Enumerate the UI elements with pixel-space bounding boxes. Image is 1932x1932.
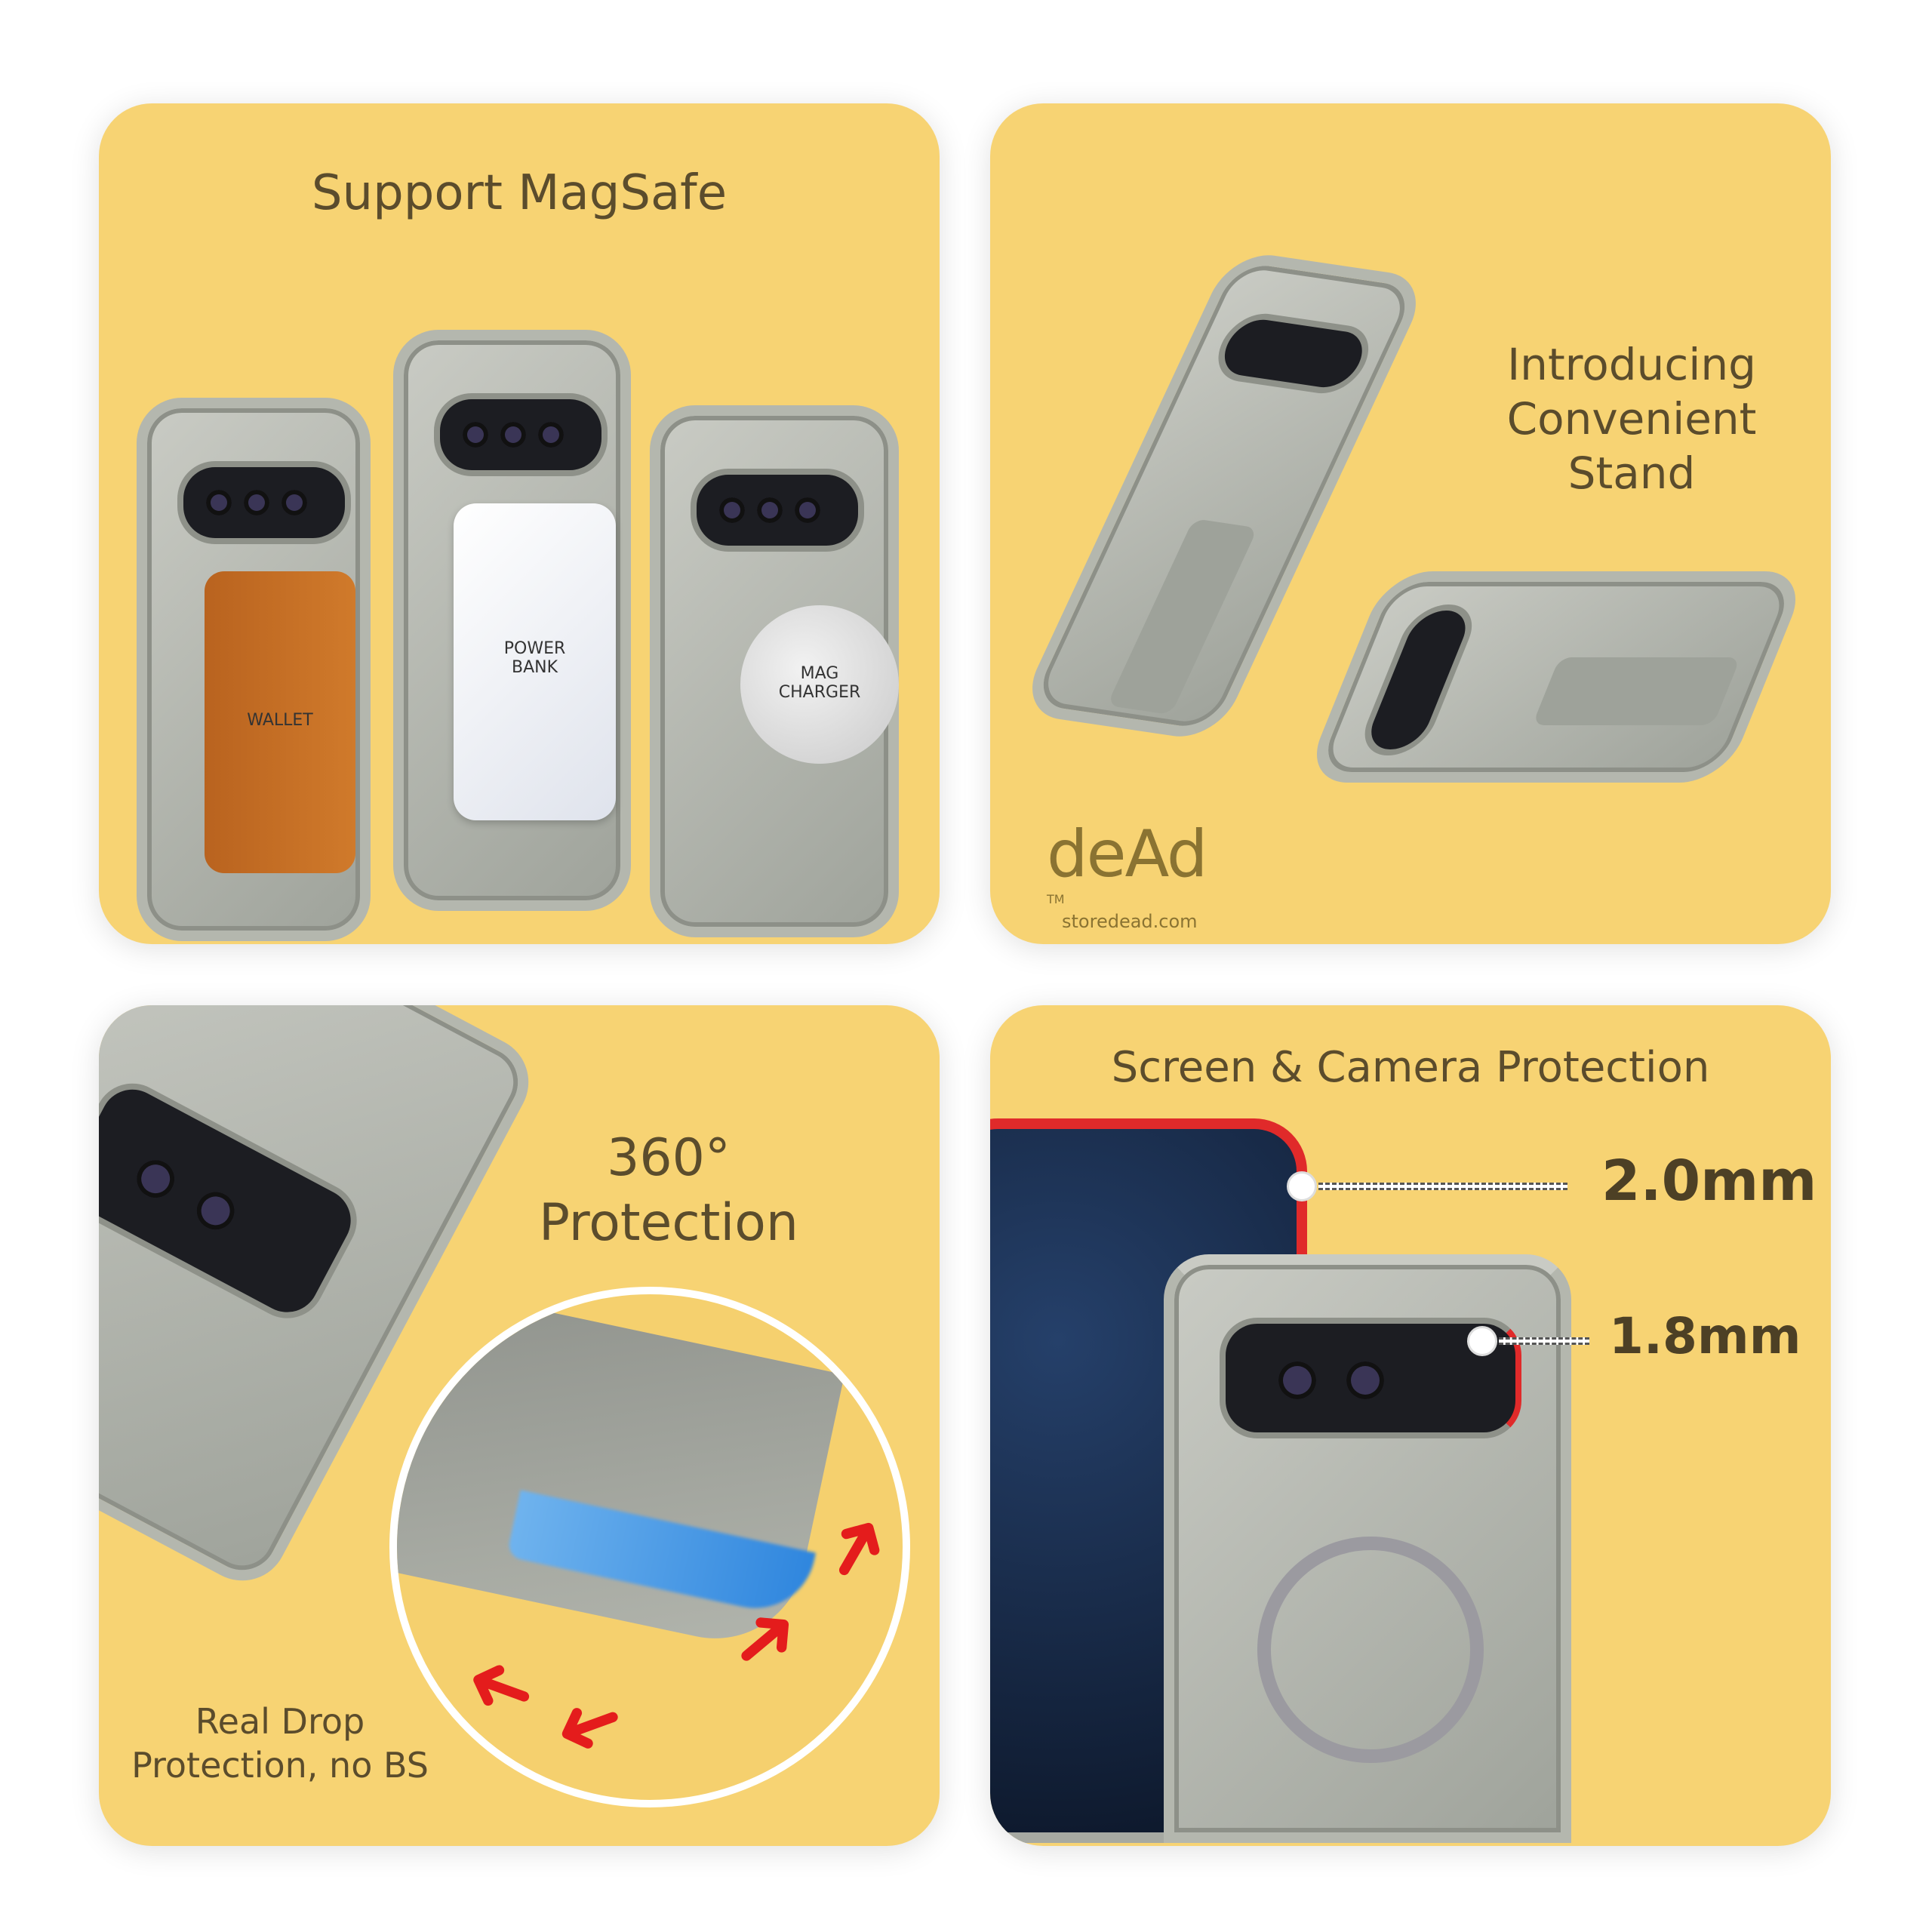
camera-bar xyxy=(177,461,351,544)
camera-bar xyxy=(1206,309,1381,398)
panel-stand: Introducing Convenient Stand deAd TM sto… xyxy=(990,103,1831,944)
camera-bar xyxy=(99,1070,371,1332)
stand-title: Introducing Convenient Stand xyxy=(1473,337,1790,500)
stand-title-line: Convenient xyxy=(1506,393,1757,445)
logo-trademark: TM xyxy=(1047,892,1065,906)
camera-lip-value: 1.8mm xyxy=(1609,1307,1801,1365)
camera-lip-line xyxy=(1499,1337,1589,1345)
arrow-icon: ➜ xyxy=(795,1493,910,1601)
stand-title-line: Stand xyxy=(1567,448,1696,499)
arrow-icon: ➜ xyxy=(450,1633,549,1748)
drop-caption: Real Drop Protection, no BS xyxy=(129,1700,431,1787)
mag-charger-accessory: MAG CHARGER xyxy=(740,605,899,764)
screen-lip-value: 2.0mm xyxy=(1601,1149,1817,1214)
panel-360-protection: 360° Protection ➜ ➜ ➜ ➜ Real Drop Protec… xyxy=(99,1005,940,1846)
power-bank-accessory: POWER BANK xyxy=(454,503,616,820)
panel-title: Screen & Camera Protection xyxy=(1111,1043,1710,1092)
panel-magsafe: Support MagSafe WALLET POWER BANK MAG CH… xyxy=(99,103,940,944)
drop-caption-line: Protection, no BS xyxy=(131,1745,429,1786)
screen-lip-marker xyxy=(1287,1171,1317,1201)
corner-zoom-circle: ➜ ➜ ➜ ➜ xyxy=(389,1287,910,1807)
camera-bar xyxy=(691,469,864,552)
protection-title-line: Protection xyxy=(538,1193,799,1253)
magsafe-ring xyxy=(1257,1537,1484,1763)
wallet-accessory: WALLET xyxy=(205,571,355,873)
panel-screen-camera: Screen & Camera Protection 2.0mm 1.8mm xyxy=(990,1005,1831,1846)
dead-logo: deAd TM storedead.com xyxy=(1047,817,1228,932)
camera-bar xyxy=(1353,605,1483,755)
phone-landscape-stand xyxy=(1302,571,1810,783)
screen-lip-line xyxy=(1318,1183,1567,1190)
logo-wordmark: deAd xyxy=(1047,817,1208,892)
stand-title-line: Introducing xyxy=(1507,339,1756,390)
kickstand xyxy=(1532,657,1741,725)
protection-title-line: 360° xyxy=(607,1128,731,1188)
camera-lip-marker xyxy=(1467,1326,1497,1356)
panel-title: Support MagSafe xyxy=(311,165,728,221)
phone-back xyxy=(1164,1254,1571,1843)
arrow-icon: ➜ xyxy=(540,1671,640,1786)
protection-title: 360° Protection xyxy=(491,1126,846,1256)
logo-url: storedead.com xyxy=(1062,911,1198,933)
drop-caption-line: Real Drop xyxy=(195,1701,365,1742)
mag-charger-label: MAG CHARGER xyxy=(778,664,861,703)
power-bank-label: POWER BANK xyxy=(503,639,566,678)
wallet-label: WALLET xyxy=(247,711,313,730)
camera-bar xyxy=(434,393,608,476)
kickstand xyxy=(1106,518,1258,715)
